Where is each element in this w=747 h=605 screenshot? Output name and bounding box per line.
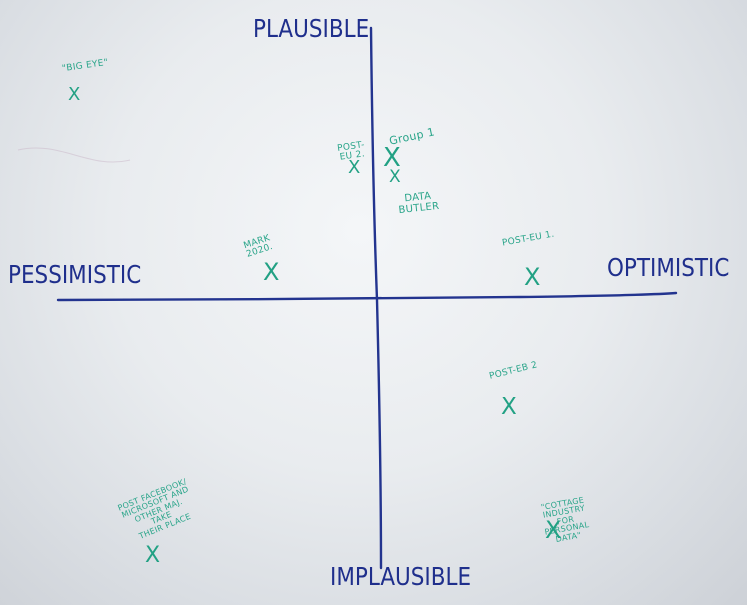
x-mark-cottage-industry: X <box>545 516 562 544</box>
x-mark-big-eye: X <box>68 84 81 105</box>
horizontal-axis-line <box>56 291 678 302</box>
note-data-butler: DATA BUTLER <box>398 190 440 216</box>
x-mark-post-eu-1: X <box>524 263 541 291</box>
axis-label-plausible: PLAUSIBLE <box>253 14 370 43</box>
eraser-smudge <box>17 147 131 163</box>
x-mark-data-butler: X <box>389 167 401 187</box>
axis-label-optimistic: OPTIMISTIC <box>607 253 730 282</box>
x-mark-mark-2020: X <box>263 258 280 286</box>
x-mark-group-1: X <box>383 143 401 173</box>
axis-label-pessimistic: PESSIMISTIC <box>8 260 142 289</box>
x-mark-post-eb-2: X <box>501 394 517 420</box>
axis-label-implausible: IMPLAUSIBLE <box>330 562 472 591</box>
x-mark-post-facebook: X <box>145 543 161 568</box>
vertical-axis-line <box>369 26 383 570</box>
x-mark-post-eu-2: X <box>348 157 361 178</box>
